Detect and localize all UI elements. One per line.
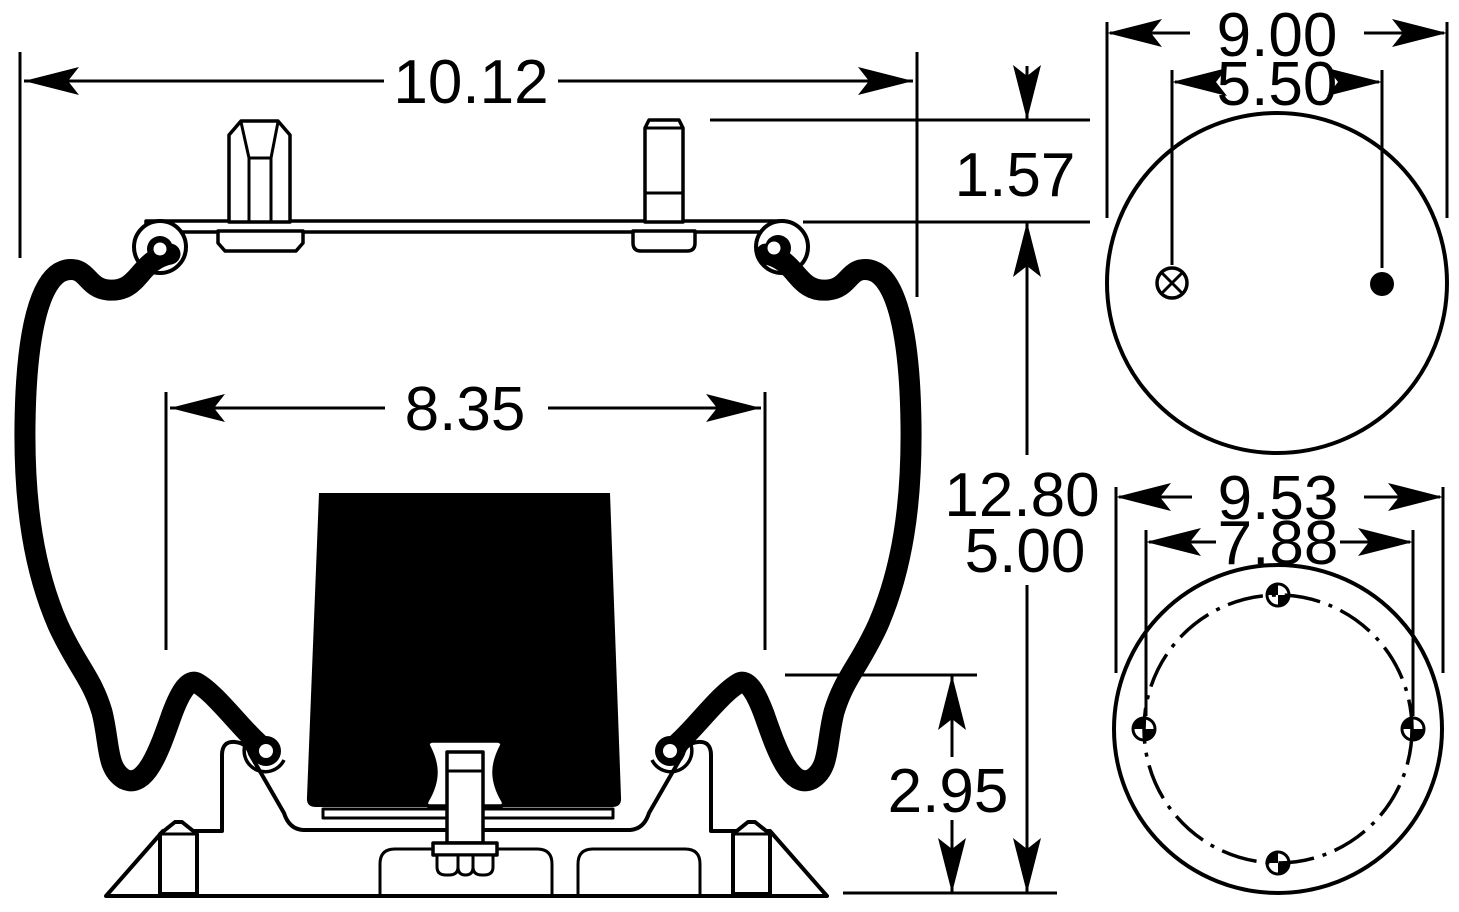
air-fitting-stud [216,119,305,253]
arrow-left-icon [24,67,79,95]
plate-stud-flange [631,229,697,253]
air-fitting-countersink [239,121,280,160]
bolt-hole-left [1131,716,1157,742]
dim-fitting-spacing-label: 5.50 [1217,50,1338,119]
air-fitting-flange [216,229,305,253]
arrow-up-icon [1013,222,1041,277]
dim-stud-height: 1.57 [710,65,1090,224]
top-view [1105,111,1449,455]
bolt-hole-top [1265,582,1291,608]
air-fitting-symbol-x2 [1160,271,1184,295]
air-fitting-symbol-circle [1155,266,1189,300]
arrow-right-icon [1358,528,1413,556]
arrow-up-icon [938,675,966,730]
dim-lower-width-label: 8.35 [405,375,526,444]
bellows-right [667,243,922,792]
bolt-hole-right-q2 [1413,729,1424,740]
nut-lobe-left [435,853,460,877]
dim-plate-width-label: 9.00 [1217,1,1338,70]
bottom-view [1112,563,1444,895]
bolt-hole-left-q1 [1133,718,1144,729]
front-view [14,118,922,898]
dim-outer-diameter-label: 9.53 [1218,464,1339,533]
arrow-left-icon [1116,483,1171,511]
dim-bolt-circle: 7.88 [1144,509,1415,716]
arrow-right-icon [706,394,761,422]
arrow-down-icon [1013,838,1041,893]
bolt-shaft [445,750,485,845]
arrow-left-icon [170,394,225,422]
dim-heights: 12.80 5.00 [944,222,1100,893]
nut-lobe-mid [456,853,475,877]
base-stud-left [158,820,199,896]
base-window-right [576,847,702,894]
center-bolt-assembly [424,739,506,877]
arrow-right-icon [1327,68,1382,96]
dim-outer-diameter: 9.53 [1114,464,1445,673]
bolt-hole-right-q1 [1402,718,1413,729]
air-fitting-body [227,119,292,224]
arrow-right-icon [1392,19,1447,47]
dim-plate-width: 9.00 [1105,1,1449,218]
arrow-right-icon [858,67,913,95]
dim-base-height: 2.95 [785,673,1057,895]
dim-base-height-label: 2.95 [888,757,1009,826]
plate-stud-body [643,118,685,224]
curl-right-dot [767,241,781,255]
pivot-left-dot [259,744,273,758]
bellows-left [14,243,269,792]
dim-lower-width: 8.35 [164,375,767,650]
arrow-left-icon [1146,528,1201,556]
dim-overall-width-label: 10.12 [393,48,548,117]
dim-bolt-circle-label: 7.88 [1218,509,1339,578]
bolt-hole-symbols [1131,582,1426,876]
pivot-left-crescent [242,729,286,774]
arrow-down-icon [1013,65,1041,120]
base-stud-right [731,820,772,896]
arrow-right-icon [1388,483,1443,511]
dim-fitting-spacing: 5.50 [1170,50,1384,268]
dim-extended-height-label: 12.80 [944,461,1099,530]
bolt-hole-left-q2 [1144,729,1155,740]
bottom-view-flange-circle [1112,563,1444,895]
bolt-hole-top-q2 [1278,595,1289,606]
nut-lobe-right [471,853,495,877]
pivot-right-dot [663,744,677,758]
stud-symbol [1370,272,1394,296]
curl-left-dot [153,242,167,256]
arrow-left-icon [1172,68,1227,96]
bolt-washer [431,841,499,857]
bolt-hole-bottom-q2 [1278,863,1289,874]
dim-stud-height-label: 1.57 [955,141,1076,210]
pivot-right-crescent [650,729,694,774]
dimensions: 10.12 1.57 8.35 12.80 5.00 [18,1,1449,895]
bolt-hole-bottom [1265,850,1291,876]
plate-mounting-stud [631,118,697,253]
dim-compressed-height-label: 5.00 [965,517,1086,586]
top-view-plate-circle [1105,111,1449,455]
bolt-hole-top-q1 [1267,584,1278,595]
air-fitting-symbol [1155,266,1189,300]
piston [306,493,622,807]
bolt-hole-right [1400,716,1426,742]
dim-overall-width: 10.12 [18,48,919,297]
arrow-left-icon [1107,19,1162,47]
base-pedestal [104,739,829,898]
bolt-hole-bottom-q1 [1267,852,1278,863]
arrow-down-icon [938,838,966,893]
